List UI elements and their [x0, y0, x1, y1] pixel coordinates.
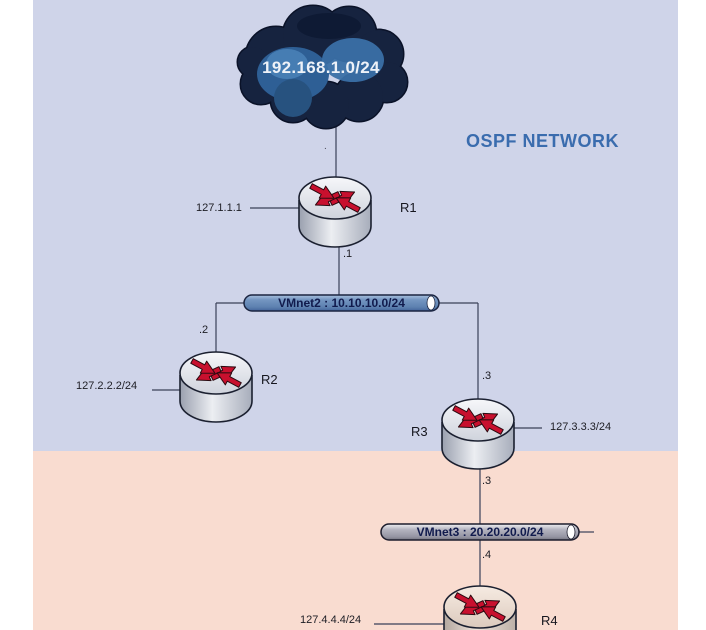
- r2-address-label: 127.2.2.2/24: [76, 380, 138, 392]
- r3-upper-interface-label: .3: [482, 370, 492, 382]
- r3-name-label: R3: [411, 424, 428, 439]
- r2-name-label: R2: [261, 372, 278, 387]
- r3-lower-interface-label: .3: [482, 475, 492, 487]
- r4-name-label: R4: [541, 613, 558, 628]
- r1-address-label: 127.1.1.1: [196, 202, 242, 214]
- cloud-network-label: 192.168.1.0/24: [262, 58, 380, 77]
- ethernet-segment-icon: [380, 523, 580, 541]
- r1-interface-label: .1: [343, 248, 353, 260]
- router-r3[interactable]: [441, 398, 515, 475]
- router-icon: [441, 398, 515, 470]
- cloud-icon: [236, 4, 409, 130]
- router-r1[interactable]: [298, 176, 372, 253]
- r2-interface-label: .2: [199, 324, 209, 336]
- cloud-interface-dot: .: [324, 141, 327, 152]
- router-icon: [179, 351, 253, 423]
- r3-address-label: 127.3.3.3/24: [550, 421, 612, 433]
- router-icon: [443, 585, 517, 630]
- ethernet-segment-icon: [243, 294, 440, 312]
- r1-name-label: R1: [400, 200, 417, 215]
- internet-cloud[interactable]: 192.168.1.0/24: [231, 2, 411, 135]
- router-r4[interactable]: [443, 585, 517, 630]
- segment-vmnet3-label: VMnet3 : 20.20.20.0/24: [416, 524, 544, 539]
- segment-vmnet2[interactable]: VMnet2 : 10.10.10.0/24: [243, 294, 440, 312]
- segment-vmnet2-label: VMnet2 : 10.10.10.0/24: [278, 295, 405, 310]
- r4-interface-label: .4: [482, 549, 492, 561]
- router-icon: [298, 176, 372, 248]
- router-r2[interactable]: [179, 351, 253, 428]
- r4-address-label: 127.4.4.4/24: [300, 614, 362, 626]
- segment-vmnet3[interactable]: VMnet3 : 20.20.20.0/24: [380, 523, 580, 541]
- diagram-title: OSPF NETWORK: [466, 131, 619, 151]
